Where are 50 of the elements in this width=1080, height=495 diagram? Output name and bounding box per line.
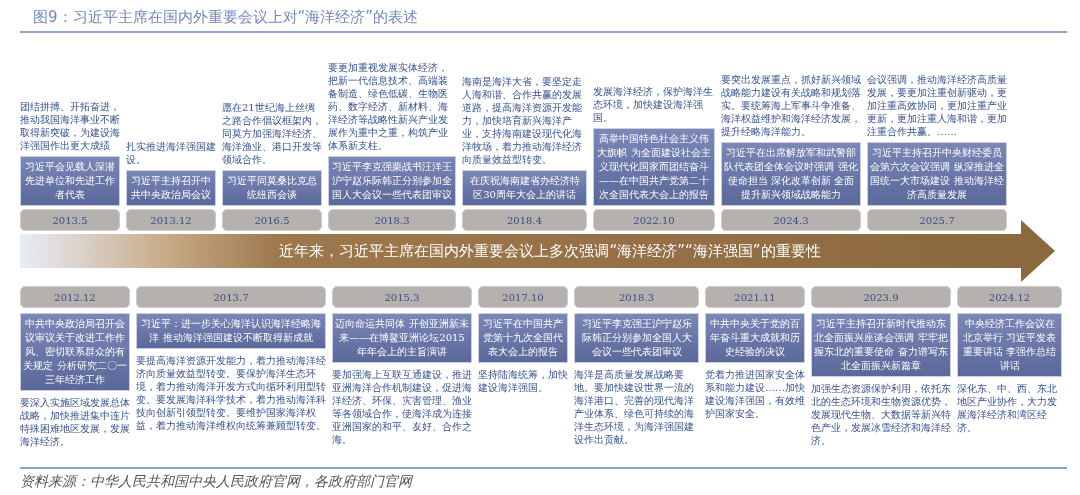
date-tag: 2025.7 xyxy=(867,209,1007,231)
event-box: 习近平李克强栗战书汪洋王沪宁赵乐际韩正分别参加全国人大会议一些代表团审议 xyxy=(328,156,456,206)
date-tag: 2012.12 xyxy=(20,286,130,308)
quote-text: 愿在21世纪海上丝绸之路合作倡议框架内，同莫方加强海洋经济、海洋渔业、港口开发等领域合作。 xyxy=(222,101,322,166)
event-box: 习近平：进一步关心海洋认识海洋经略海洋 推动海洋强国建设不断取得新成就 xyxy=(136,313,326,349)
date-tag: 2018.4 xyxy=(462,209,587,231)
date-tag: 2013.7 xyxy=(136,286,326,308)
event-box: 习近平在出席解放军和武警部队代表团全体会议时强调 强化使命担当 深化改革创新 全面提升新兴领域战略能力 xyxy=(721,142,861,206)
date-tag: 2013.5 xyxy=(20,209,120,231)
event-box: 中央经济工作会议在北京举行 习近平发表重要讲话 李强作总结讲话 xyxy=(957,313,1062,377)
date-tag: 2024.3 xyxy=(721,209,861,231)
quote-text: 海洋是高质量发展战略要地。要加快建设世界一流的海洋港口、完善的现代海洋产业体系、绿色可持续的海洋生态环境，为海洋强国建设作出贡献。 xyxy=(574,368,695,446)
quote-text: 要更加重视发展实体经济，把新一代信息技术、高端装备制造、绿色低碳、生物医药、数字经济、新材料、海洋经济等战略性新兴产业发展作为重中之重，构筑产业体系新支柱。 xyxy=(328,61,449,152)
event-box: 习近平主持召开新时代推动东北全面振兴座谈会强调 牢牢把握东北的重要使命 奋力谱写东北全面振兴新篇章 xyxy=(811,313,951,377)
date-tag: 2021.11 xyxy=(705,286,805,308)
date-tag: 2015.3 xyxy=(332,286,472,308)
date-tag: 2017.10 xyxy=(478,286,568,308)
date-tag: 2016.5 xyxy=(222,209,322,231)
event-box: 在庆祝海南建省办经济特区30周年大会上的讲话 xyxy=(462,170,587,206)
figure-title: 图9：习近平主席在国内外重要会议上对“海洋经济”的表述 xyxy=(33,7,419,27)
date-tag: 2022.10 xyxy=(593,209,715,231)
event-box: 中共中央关于党的百年奋斗重大成就和历史经验的决议 xyxy=(705,313,805,363)
quote-text: 加强生态资源保护利用，依托东北的生态环境和生物资源优势，发展现代生物、大数据等新兴特色产业，发展冰雪经济和海洋经济。 xyxy=(811,382,951,447)
event-box: 习近平同莫桑比克总统纽西会谈 xyxy=(222,170,322,206)
event-box: 高举中国特色社会主义伟大旗帜 为全面建设社会主义现代化国家而团结奋斗——在中国共产党第二十次全国代表大会上的报告 xyxy=(593,128,715,206)
event-box: 中共中央政治局召开会议审议关于改进工作作风、密切联系群众的有关规定 分析研究二〇一三年经济工作 xyxy=(20,313,130,391)
quote-text: 扎实推进海洋强国建设。 xyxy=(126,140,216,166)
event-box: 习近平会见载人深潜先进单位和先进工作者代表 xyxy=(20,156,120,206)
quote-text: 会议强调，推动海洋经济高质量发展，要更加注重创新驱动，更加注重高效协同，更加注重产业更新，更加注重人海和谐，更加注重合作共赢。…… xyxy=(867,73,1007,138)
date-tag: 2023.9 xyxy=(811,286,951,308)
quote-text: 坚持陆海统筹，加快建设海洋强国。 xyxy=(478,368,568,394)
event-box: 迈向命运共同体 开创亚洲新未来——在博鳌亚洲论坛2015年年会上的主旨演讲 xyxy=(332,313,472,363)
quote-text: 深化东、中、西、东北地区产业协作，大力发展海洋经济和湾区经济。 xyxy=(957,382,1058,434)
quote-text: 要突出发展重点，抓好新兴领域战略能力建设有关战略和规划落实。要统筹海上军事斗争准备、海洋权益维护和海洋经济发展，提升经略海洋能力。 xyxy=(721,73,861,138)
event-box: 习近平主持召开中共中央政治局会议 xyxy=(126,170,216,206)
date-tag: 2024.12 xyxy=(957,286,1062,308)
date-tag: 2013.12 xyxy=(126,209,216,231)
quote-text: 要提高海洋资源开发能力，着力推动海洋经济向质量效益型转变。要保护海洋生态环境，着力推动海洋开发方式向循环利用型转变。要发展海洋科学技术，着力推动海洋科技向创新引领型转变。要维护国家海洋权益，着力推动海洋维权向统筹兼顾型转变。 xyxy=(136,354,326,432)
event-box: 习近平主持召开中央财经委员会第六次会议强调 纵深推进全国统一大市场建设 推动海洋经济高质量发展 xyxy=(867,142,1007,206)
quote-text: 要加强海上互联互通建设，推进亚洲海洋合作机制建设，促进海洋经济、环保、灾害管理、渔业等各领域合作，使海洋成为连接亚洲国家的和平、友好、合作之海。 xyxy=(332,368,472,446)
quote-text: 党着力推进国家安全体系和能力建设……加快建设海洋强国，有效维护国家安全。 xyxy=(705,368,805,420)
date-tag: 2018.3 xyxy=(328,209,456,231)
quote-text: 团结拼搏、开拓奋进，推动我国海洋事业不断取得新突破，为建设海洋强国作出更大成绩 xyxy=(20,100,120,152)
event-box: 习近平李克强王沪宁赵乐际韩正分别参加全国人大会议一些代表团审议 xyxy=(574,313,699,363)
source-note: 资料来源：中华人民共和国中央人民政府官网，各政府部门官网 xyxy=(20,472,412,490)
quote-text: 要深入实施区域发展总体战略，加快推进集中连片特殊困难地区发展，发展海洋经济。 xyxy=(20,396,130,448)
event-box: 习近平在中国共产党第十九次全国代表大会上的报告 xyxy=(478,313,568,363)
quote-text: 海南是海洋大省，要坚定走人海和谐、合作共赢的发展道路，提高海洋资源开发能力，加快培育新兴海洋产业，支持海南建设现代化海洋牧场，着力推动海洋经济向质量效益型转变。 xyxy=(462,75,583,166)
date-tag: 2018.3 xyxy=(574,286,699,308)
quote-text: 发展海洋经济，保护海洋生态环境，加快建设海洋强国。 xyxy=(593,85,714,124)
